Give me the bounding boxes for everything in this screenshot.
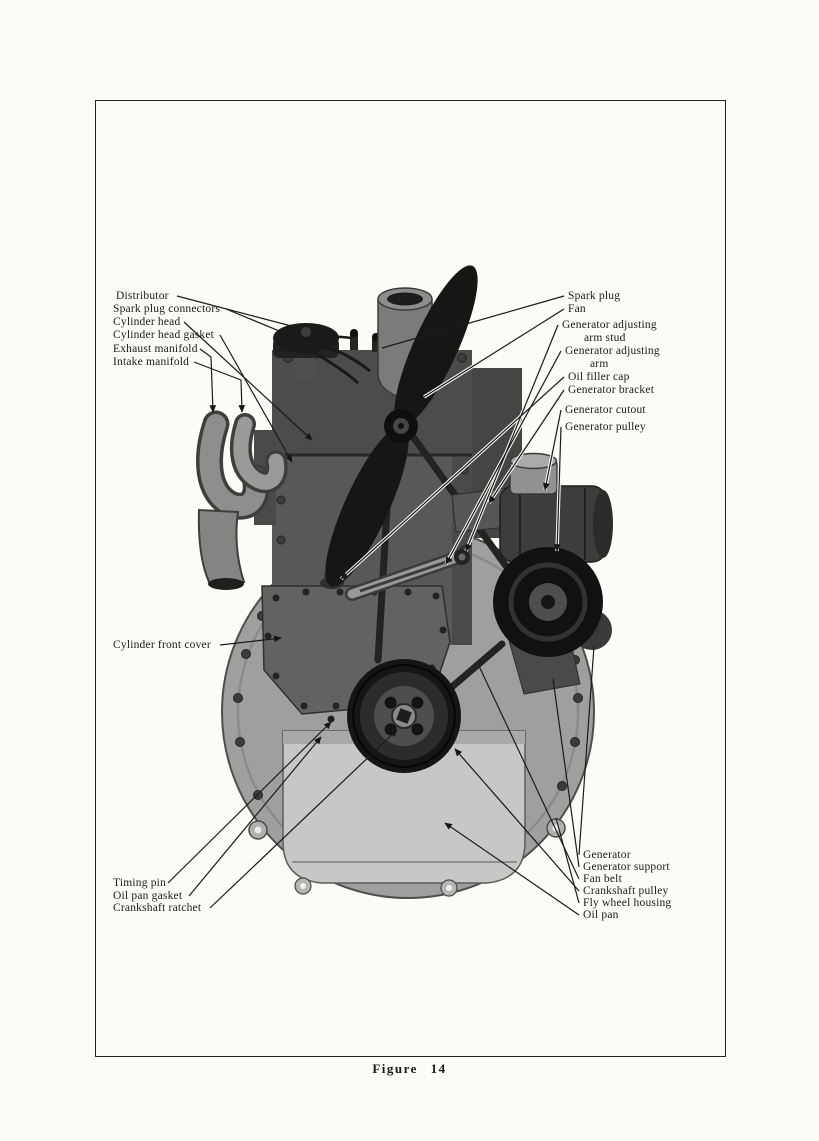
- label-intake-manifold: Intake manifold: [113, 356, 190, 368]
- figure-caption: Figure 14: [372, 1061, 447, 1076]
- label-cylinder-front-cover: Cylinder front cover: [113, 639, 211, 651]
- label-generator-adjusting-arm-stud: Generator adjusting arm stud: [562, 319, 657, 344]
- label-text: arm: [590, 357, 609, 370]
- label-generator-cutout: Generator cutout: [565, 404, 646, 416]
- label-fan: Fan: [568, 303, 586, 315]
- label-cylinder-head-gasket: Cylinder head gasket: [113, 329, 215, 341]
- label-fan-belt: Fan belt: [583, 873, 622, 885]
- label-text: Generator adjusting: [562, 319, 657, 331]
- label-spark-plug: Spark plug: [568, 290, 621, 302]
- label-fly-wheel-housing: Fly wheel housing: [583, 897, 672, 909]
- label-generator: Generator: [583, 849, 631, 861]
- label-crankshaft-ratchet: Crankshaft ratchet: [113, 902, 202, 914]
- label-spark-plug-connectors: Spark plug connectors: [113, 303, 221, 315]
- label-generator-pulley: Generator pulley: [565, 421, 646, 433]
- label-timing-pin: Timing pin: [113, 877, 167, 889]
- label-oil-pan-gasket: Oil pan gasket: [113, 890, 183, 902]
- label-generator-support: Generator support: [583, 861, 670, 873]
- label-exhaust-manifold: Exhaust manifold: [113, 343, 198, 355]
- label-oil-pan: Oil pan: [583, 909, 619, 921]
- label-text: arm stud: [584, 331, 626, 344]
- figure-border: [95, 100, 726, 1057]
- label-generator-bracket: Generator bracket: [568, 384, 655, 396]
- label-oil-filler-cap: Oil filler cap: [568, 371, 630, 383]
- label-text: Generator adjusting: [565, 345, 660, 357]
- label-crankshaft-pulley: Crankshaft pulley: [583, 885, 669, 897]
- label-distributor: Distributor: [116, 290, 169, 302]
- label-cylinder-head: Cylinder head: [113, 316, 181, 328]
- label-generator-adjusting-arm: Generator adjusting arm: [565, 345, 660, 370]
